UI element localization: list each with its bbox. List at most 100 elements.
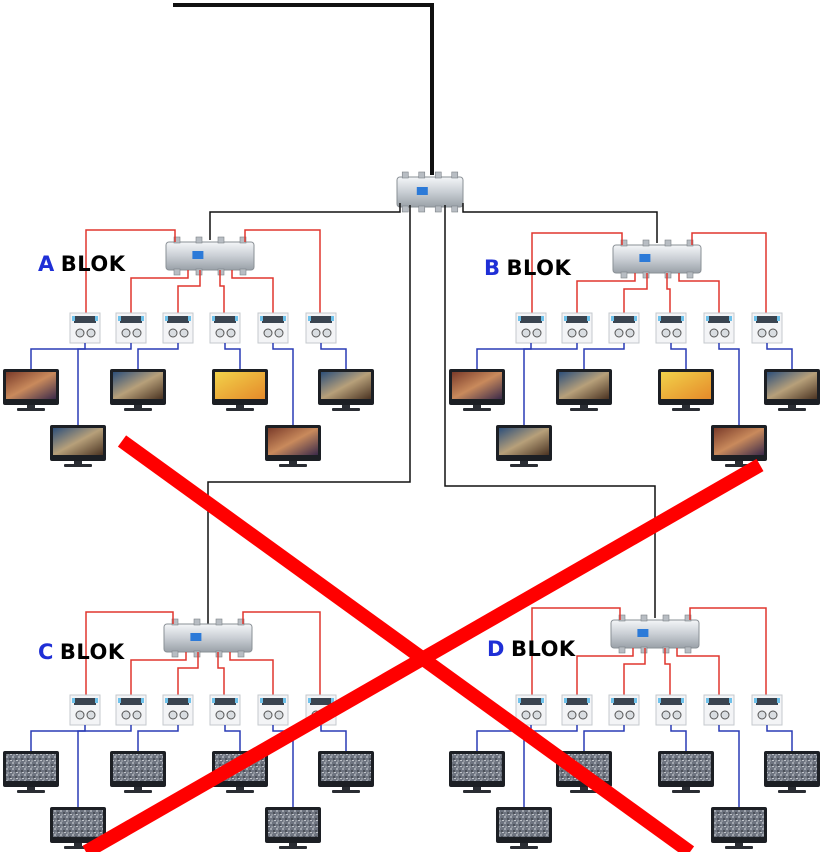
tv-stand bbox=[778, 790, 806, 793]
tv-neck bbox=[788, 787, 796, 791]
feed-line bbox=[691, 232, 767, 313]
tv-icon bbox=[265, 425, 321, 467]
coax-socket-icon bbox=[661, 710, 671, 720]
tv-cable bbox=[718, 725, 740, 807]
splitter-logo-icon bbox=[416, 187, 428, 195]
outlet-led bbox=[72, 316, 75, 321]
wall-outlet-icon bbox=[115, 312, 147, 344]
coax-socket-icon bbox=[311, 328, 321, 338]
outlet-label-strip bbox=[262, 316, 284, 323]
outlet-led bbox=[308, 316, 311, 321]
outlet-led bbox=[331, 316, 334, 321]
wall-outlet-icon bbox=[162, 694, 194, 726]
tv-icon bbox=[449, 751, 505, 793]
outlet-led bbox=[283, 316, 286, 321]
cross-line-icon bbox=[117, 435, 695, 852]
wall-outlet-icon bbox=[751, 694, 783, 726]
splitter-port bbox=[684, 646, 692, 654]
tv-icon bbox=[3, 751, 59, 793]
coax-socket-icon bbox=[757, 328, 767, 338]
outlet-led bbox=[706, 698, 709, 703]
tv-icon bbox=[764, 751, 820, 793]
tv-screen bbox=[215, 372, 265, 399]
outlet-label-strip bbox=[74, 698, 96, 705]
cross-line-icon bbox=[82, 458, 764, 852]
splitter-body bbox=[610, 619, 700, 649]
splitter-logo-icon bbox=[639, 254, 651, 262]
splitter-port bbox=[237, 618, 245, 626]
tv-screen bbox=[559, 372, 609, 399]
tv-neck bbox=[473, 405, 481, 409]
coax-socket-icon bbox=[672, 710, 682, 720]
outlet-led bbox=[587, 316, 590, 321]
tv-screen bbox=[6, 372, 56, 399]
wall-outlet-icon bbox=[703, 312, 735, 344]
coax-socket-icon bbox=[720, 328, 730, 338]
outlet-led bbox=[658, 316, 661, 321]
outlet-led bbox=[141, 698, 144, 703]
outlet-label-strip bbox=[214, 316, 236, 323]
tv-cable bbox=[30, 343, 86, 369]
splitter-port bbox=[401, 205, 409, 213]
tv-neck bbox=[682, 787, 690, 791]
outlet-label-strip bbox=[613, 698, 635, 705]
tv-screen bbox=[767, 754, 817, 781]
tv-screen bbox=[767, 372, 817, 399]
coax-socket-icon bbox=[614, 328, 624, 338]
feed-line bbox=[130, 270, 189, 313]
block-d-splitter-icon bbox=[610, 614, 700, 654]
outlet-led bbox=[212, 698, 215, 703]
tv-icon bbox=[711, 425, 767, 467]
feed-cable-c bbox=[207, 205, 411, 624]
coax-socket-icon bbox=[168, 710, 178, 720]
outlet-led bbox=[634, 316, 637, 321]
tv-icon bbox=[658, 751, 714, 793]
tv-cable bbox=[670, 725, 687, 751]
splitter-port bbox=[434, 205, 442, 213]
tv-neck bbox=[342, 405, 350, 409]
tv-cable bbox=[77, 343, 132, 425]
outlet-led bbox=[681, 316, 684, 321]
outlet-label-strip bbox=[310, 316, 332, 323]
coax-socket-icon bbox=[168, 328, 178, 338]
tv-neck bbox=[520, 843, 528, 847]
tv-screen bbox=[321, 754, 371, 781]
outlet-led bbox=[777, 316, 780, 321]
outlet-led bbox=[95, 698, 98, 703]
tv-stand bbox=[332, 408, 360, 411]
splitter-logo-icon bbox=[637, 629, 649, 637]
block-a bbox=[3, 229, 374, 467]
wall-outlet-icon bbox=[608, 312, 640, 344]
outlet-led bbox=[235, 698, 238, 703]
tv-cable bbox=[718, 343, 740, 425]
outlet-label-strip bbox=[756, 698, 778, 705]
coax-socket-icon bbox=[86, 710, 96, 720]
wall-outlet-icon bbox=[257, 312, 289, 344]
splitter-port bbox=[640, 614, 648, 622]
splitter-port bbox=[640, 646, 648, 654]
outlet-led bbox=[541, 316, 544, 321]
tv-neck bbox=[682, 405, 690, 409]
splitter-port bbox=[193, 650, 201, 658]
tv-stand bbox=[778, 408, 806, 411]
splitter-port bbox=[215, 618, 223, 626]
coax-socket-icon bbox=[179, 328, 189, 338]
block-c bbox=[3, 611, 374, 849]
tv-neck bbox=[236, 787, 244, 791]
tv-cable bbox=[523, 725, 578, 807]
feed-line bbox=[85, 229, 176, 313]
tv-stand bbox=[463, 408, 491, 411]
tv-icon bbox=[50, 807, 106, 849]
outlet-label-strip bbox=[660, 698, 682, 705]
tv-cable bbox=[766, 343, 793, 369]
feed-line bbox=[666, 273, 671, 313]
feed-line bbox=[531, 607, 621, 695]
tv-stand bbox=[510, 464, 538, 467]
feed-line bbox=[531, 232, 623, 313]
outlet-led bbox=[541, 698, 544, 703]
block-a-splitter-icon bbox=[165, 236, 255, 276]
outlet-led bbox=[706, 316, 709, 321]
tv-stand bbox=[510, 846, 538, 849]
feed-line bbox=[177, 270, 201, 313]
